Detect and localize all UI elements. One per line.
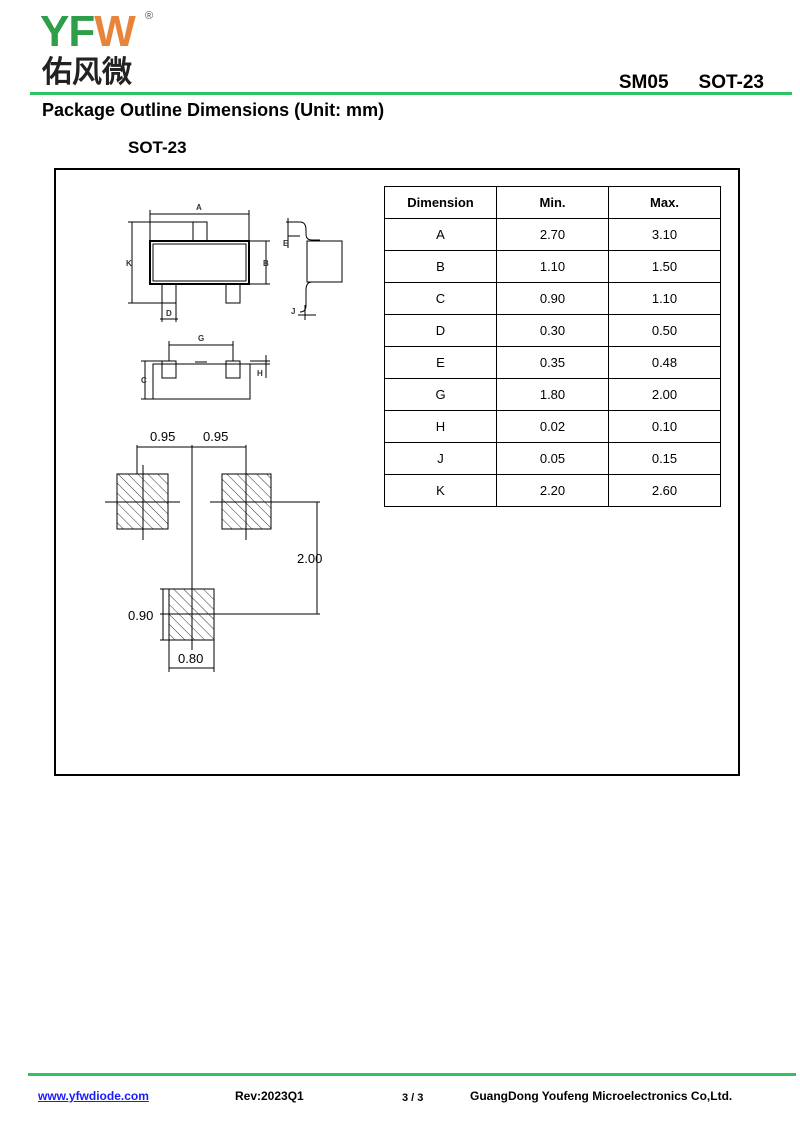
table-cell: 0.02: [496, 410, 609, 443]
table-cell: E: [384, 346, 497, 379]
logo: YFW: [40, 7, 136, 56]
table-cell: 0.10: [608, 410, 721, 443]
table-cell: C: [384, 282, 497, 315]
table-cell: 2.20: [496, 474, 609, 507]
table-cell: 0.35: [496, 346, 609, 379]
table-cell: 1.80: [496, 378, 609, 411]
label-E: E: [283, 239, 289, 248]
header-part-info: SM05 SOT-23: [589, 72, 764, 94]
table-cell: 3.10: [608, 218, 721, 251]
revision: Rev:2023Q1: [235, 1089, 304, 1103]
label-H: H: [257, 369, 263, 378]
table-cell: H: [384, 410, 497, 443]
table-cell: 1.50: [608, 250, 721, 283]
pitch-right-label: 0.95: [203, 429, 228, 444]
table-cell: 0.90: [496, 282, 609, 315]
pad-width-label: 0.80: [178, 651, 203, 666]
logo-chinese: 佑风微: [42, 56, 132, 89]
table-cell: 0.05: [496, 442, 609, 475]
table-cell: 0.48: [608, 346, 721, 379]
label-G: G: [198, 334, 204, 343]
label-C: C: [141, 376, 147, 385]
header-divider: [30, 92, 792, 95]
footprint: [105, 445, 320, 672]
table-cell: G: [384, 378, 497, 411]
label-D: D: [166, 309, 172, 318]
table-header-row: Dimension Min. Max.: [384, 186, 721, 219]
pad-height-label: 0.90: [128, 608, 153, 623]
table-cell: 0.15: [608, 442, 721, 475]
table-cell: K: [384, 474, 497, 507]
column-header: Min.: [496, 186, 609, 219]
registered-mark: ®: [145, 10, 154, 22]
page-number: 3 / 3: [402, 1092, 424, 1104]
section-title: Package Outline Dimensions (Unit: mm): [42, 100, 385, 120]
package-name: SOT-23: [698, 72, 764, 93]
package-drawing: A K B D E J G C H 0.95 0.95 2.00: [105, 203, 343, 672]
table-cell: D: [384, 314, 497, 347]
label-K: K: [126, 259, 132, 268]
footer-divider: [28, 1073, 796, 1076]
table-cell: B: [384, 250, 497, 283]
drawing-frame: [54, 168, 740, 776]
part-number: SM05: [618, 72, 669, 93]
table-cell: 2.00: [608, 378, 721, 411]
table-cell: 0.50: [608, 314, 721, 347]
label-A: A: [196, 203, 202, 212]
label-J: J: [291, 307, 295, 316]
website-link[interactable]: www.yfwdiode.com: [38, 1089, 149, 1103]
table-cell: 2.70: [496, 218, 609, 251]
table-cell: 1.10: [608, 282, 721, 315]
package-subtitle: SOT-23: [128, 138, 187, 157]
top-view: [128, 210, 343, 400]
pitch-left-label: 0.95: [150, 429, 175, 444]
table-cell: 1.10: [496, 250, 609, 283]
height-label: 2.00: [297, 551, 322, 566]
column-header: Max.: [608, 186, 721, 219]
table-cell: J: [384, 442, 497, 475]
label-B: B: [263, 259, 269, 268]
column-header: Dimension: [384, 186, 497, 219]
table-cell: 0.30: [496, 314, 609, 347]
company-name: GuangDong Youfeng Microelectronics Co,Lt…: [470, 1089, 733, 1103]
table-cell: A: [384, 218, 497, 251]
table-cell: 2.60: [608, 474, 721, 507]
